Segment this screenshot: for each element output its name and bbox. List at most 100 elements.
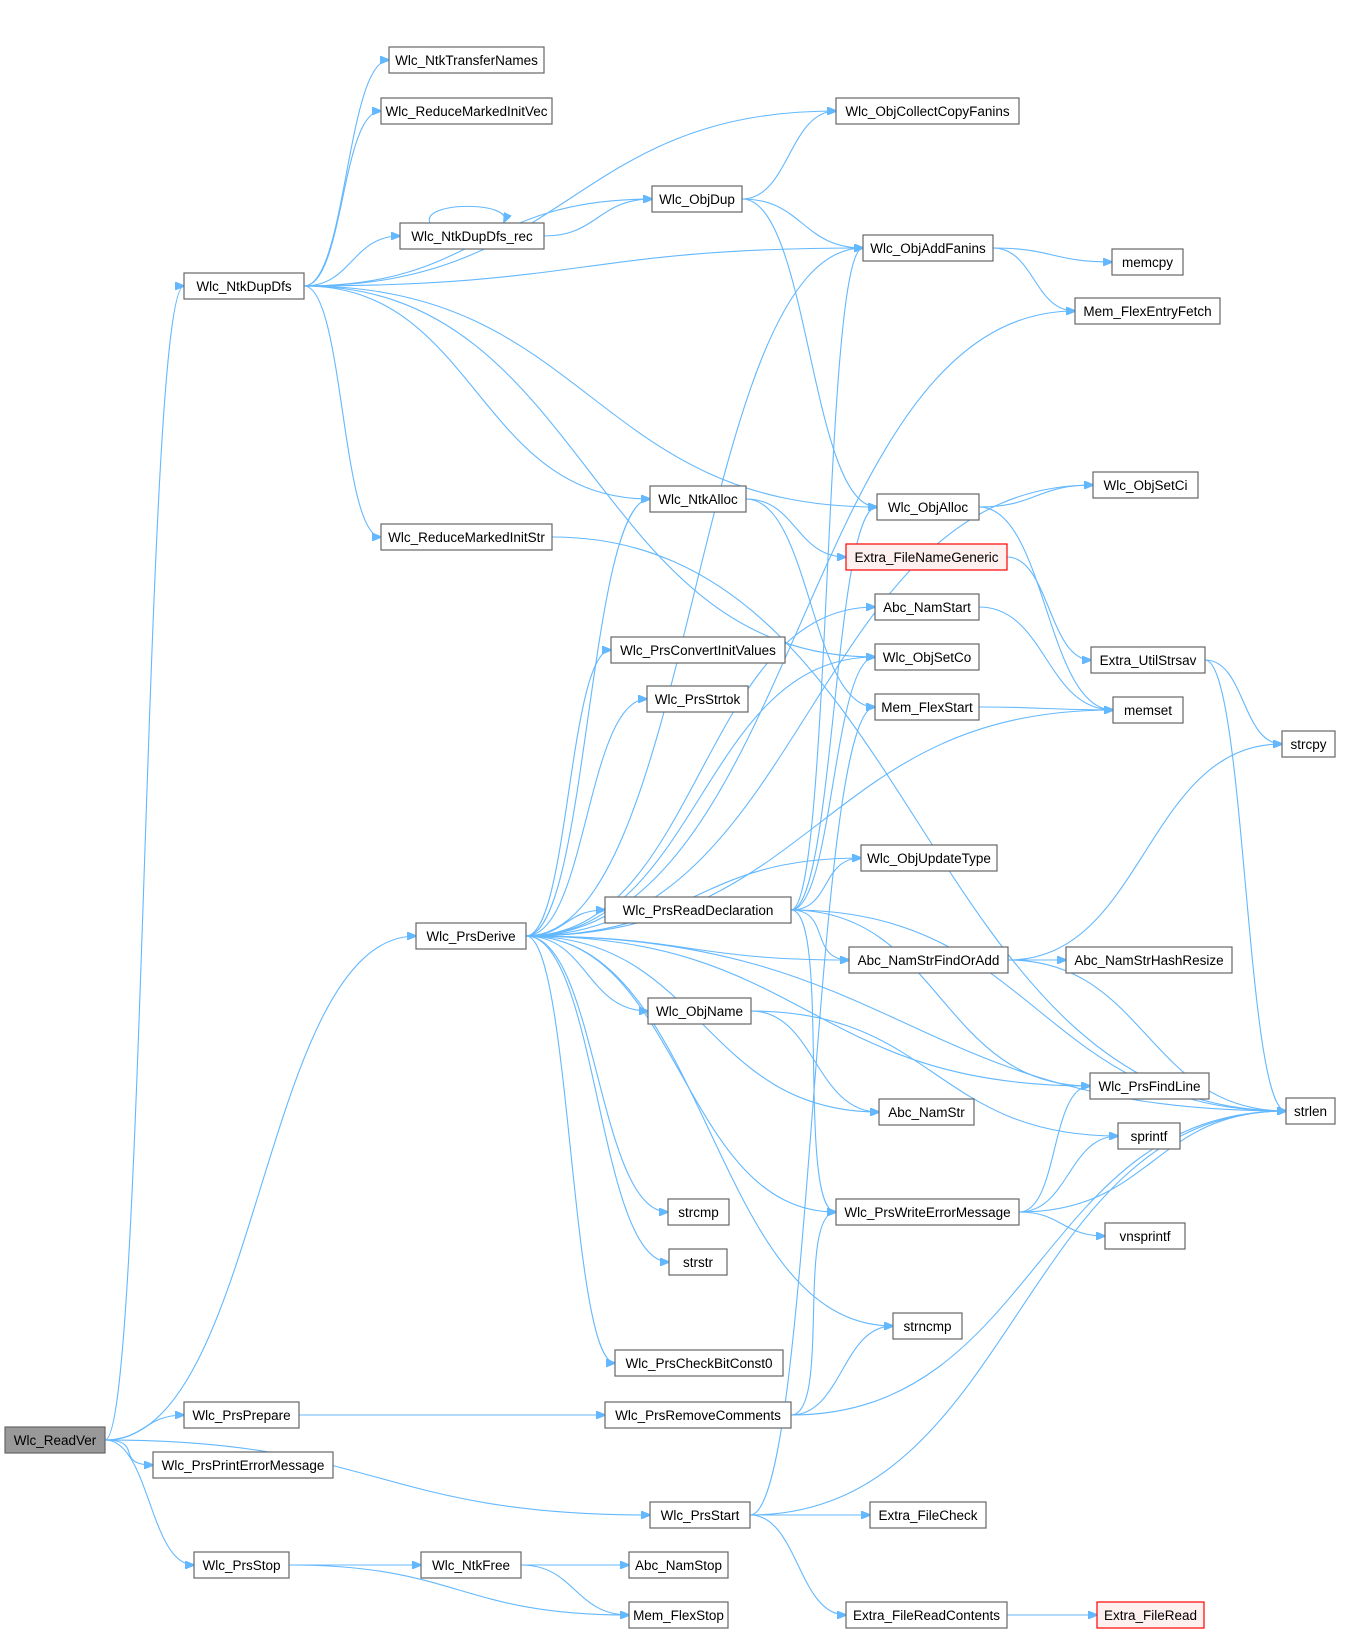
edge-wlc-objdup-to-wlc-objaddfanins bbox=[741, 198, 863, 248]
edge-wlc-objname-to-sprintf bbox=[750, 1010, 1118, 1136]
node-wlc-prsremovecomments[interactable]: Wlc_PrsRemoveComments bbox=[604, 1401, 792, 1429]
node-label: Wlc_PrsDerive bbox=[426, 929, 515, 944]
node-label: strstr bbox=[683, 1255, 713, 1270]
node-label: Mem_FlexStart bbox=[881, 700, 973, 715]
edge-wlc-prsreaddeclaration-to-abc-namstrfindoradd bbox=[790, 909, 849, 960]
node-wlc-prsprinterrormessage[interactable]: Wlc_PrsPrintErrorMessage bbox=[152, 1451, 334, 1479]
edge-wlc-objdup-to-wlc-objalloc bbox=[741, 198, 877, 507]
node-box bbox=[628, 1551, 729, 1579]
node-label: Abc_NamStr bbox=[888, 1105, 965, 1120]
node-box bbox=[4, 1426, 106, 1454]
node-wlc-ntkalloc[interactable]: Wlc_NtkAlloc bbox=[649, 485, 747, 513]
node-wlc-prsprepare[interactable]: Wlc_PrsPrepare bbox=[183, 1401, 300, 1429]
node-extra-filecheck[interactable]: Extra_FileCheck bbox=[869, 1501, 987, 1529]
node-wlc-objcollectcopyfanins[interactable]: Wlc_ObjCollectCopyFanins bbox=[835, 97, 1020, 125]
node-strncmp[interactable]: strncmp bbox=[892, 1312, 963, 1340]
node-wlc-reducemarkedinitstr[interactable]: Wlc_ReduceMarkedInitStr bbox=[380, 523, 553, 551]
edge-wlc-objalloc-to-memset bbox=[978, 506, 1113, 710]
node-label: Wlc_NtkAlloc bbox=[658, 492, 738, 507]
node-wlc-objaddfanins[interactable]: Wlc_ObjAddFanins bbox=[862, 234, 994, 262]
node-box bbox=[874, 593, 980, 621]
node-box bbox=[1285, 1097, 1336, 1125]
node-strlen[interactable]: strlen bbox=[1285, 1097, 1336, 1125]
edge-wlc-ntkdupdfs-to-wlc-ntktransfernames bbox=[303, 60, 389, 287]
edge-wlc-ntkdupdfs-to-wlc-reducemarkedinitstr bbox=[303, 285, 381, 537]
node-wlc-ntktransfernames[interactable]: Wlc_NtkTransferNames bbox=[388, 46, 545, 74]
edge-wlc-prsderive-to-mem-flexentryfetch bbox=[525, 311, 1075, 937]
node-wlc-readver[interactable]: Wlc_ReadVer bbox=[4, 1426, 106, 1454]
node-wlc-prsstrtok[interactable]: Wlc_PrsStrtok bbox=[646, 685, 749, 713]
node-wlc-objdup[interactable]: Wlc_ObjDup bbox=[651, 185, 743, 213]
node-extra-filenamegeneric[interactable]: Extra_FileNameGeneric bbox=[845, 543, 1008, 571]
node-strstr[interactable]: strstr bbox=[668, 1248, 728, 1276]
node-wlc-prsfindline[interactable]: Wlc_PrsFindLine bbox=[1089, 1072, 1210, 1100]
node-sprintf[interactable]: sprintf bbox=[1117, 1122, 1181, 1150]
node-wlc-prsreaddeclaration[interactable]: Wlc_PrsReadDeclaration bbox=[604, 896, 792, 924]
node-abc-namstrhashresize[interactable]: Abc_NamStrHashResize bbox=[1065, 946, 1233, 974]
edge-extra-filenamegeneric-to-extra-utilstrsav bbox=[1006, 556, 1091, 660]
node-box bbox=[1112, 696, 1184, 724]
node-label: Mem_FlexStop bbox=[633, 1608, 724, 1623]
edge-wlc-objaddfanins-to-memcpy bbox=[992, 247, 1112, 262]
edge-wlc-prsstart-to-strlen bbox=[749, 1111, 1286, 1516]
node-box bbox=[1104, 1222, 1186, 1250]
node-wlc-objsetco[interactable]: Wlc_ObjSetCo bbox=[874, 643, 980, 671]
node-extra-utilstrsav[interactable]: Extra_UtilStrsav bbox=[1090, 646, 1206, 674]
node-box bbox=[1096, 1601, 1205, 1629]
node-box bbox=[845, 543, 1008, 571]
node-box bbox=[1092, 471, 1199, 499]
node-mem-flexentryfetch[interactable]: Mem_FlexEntryFetch bbox=[1074, 297, 1221, 325]
node-extra-fileread[interactable]: Extra_FileRead bbox=[1096, 1601, 1205, 1629]
node-wlc-objupdatetype[interactable]: Wlc_ObjUpdateType bbox=[860, 844, 998, 872]
node-wlc-prscheckbitconst0[interactable]: Wlc_PrsCheckBitConst0 bbox=[614, 1349, 784, 1377]
edge-wlc-prsstart-to-extra-filereadcontents bbox=[749, 1514, 846, 1615]
node-wlc-ntkdupdfs-rec[interactable]: Wlc_NtkDupDfs_rec bbox=[399, 222, 545, 250]
node-box bbox=[399, 222, 545, 250]
node-wlc-prsderive[interactable]: Wlc_PrsDerive bbox=[415, 922, 527, 950]
node-strcpy[interactable]: strcpy bbox=[1281, 730, 1336, 758]
node-memset[interactable]: memset bbox=[1112, 696, 1184, 724]
edge-wlc-prsremovecomments-to-strlen bbox=[790, 1111, 1286, 1416]
node-wlc-prsstart[interactable]: Wlc_PrsStart bbox=[649, 1501, 751, 1529]
node-mem-flexstop[interactable]: Mem_FlexStop bbox=[628, 1601, 729, 1629]
node-abc-namstart[interactable]: Abc_NamStart bbox=[874, 593, 980, 621]
node-wlc-reducemarkedinitvec[interactable]: Wlc_ReduceMarkedInitVec bbox=[380, 97, 553, 125]
node-wlc-ntkfree[interactable]: Wlc_NtkFree bbox=[420, 1551, 522, 1579]
node-wlc-objname[interactable]: Wlc_ObjName bbox=[647, 997, 752, 1025]
edge-wlc-prsderive-to-wlc-prsfindline bbox=[525, 935, 1090, 1086]
node-abc-namstr[interactable]: Abc_NamStr bbox=[878, 1098, 975, 1126]
edge-wlc-prsderive-to-strncmp bbox=[525, 935, 893, 1326]
node-abc-namstrfindoradd[interactable]: Abc_NamStrFindOrAdd bbox=[848, 946, 1009, 974]
node-label: Extra_FileCheck bbox=[878, 1508, 977, 1523]
node-extra-filereadcontents[interactable]: Extra_FileReadContents bbox=[845, 1601, 1008, 1629]
node-box bbox=[876, 493, 980, 521]
node-label: Wlc_PrsRemoveComments bbox=[615, 1408, 781, 1423]
edge-wlc-ntkdupdfs-to-wlc-objalloc bbox=[303, 285, 877, 507]
node-wlc-prsconvertinitvalues[interactable]: Wlc_PrsConvertInitValues bbox=[610, 636, 786, 664]
node-label: Mem_FlexEntryFetch bbox=[1083, 304, 1211, 319]
node-vnsprintf[interactable]: vnsprintf bbox=[1104, 1222, 1186, 1250]
node-strcmp[interactable]: strcmp bbox=[667, 1198, 730, 1226]
node-label: Wlc_ObjAddFanins bbox=[870, 241, 986, 256]
node-label: Wlc_PrsReadDeclaration bbox=[623, 903, 774, 918]
edge-wlc-readver-to-wlc-ntkdupdfs bbox=[104, 286, 184, 1441]
node-memcpy[interactable]: memcpy bbox=[1111, 248, 1184, 276]
node-box bbox=[604, 896, 792, 924]
node-label: Wlc_PrsStart bbox=[661, 1508, 740, 1523]
node-wlc-ntkdupdfs[interactable]: Wlc_NtkDupDfs bbox=[183, 272, 305, 300]
node-box bbox=[646, 685, 749, 713]
node-wlc-prsstop[interactable]: Wlc_PrsStop bbox=[193, 1551, 290, 1579]
node-box bbox=[1111, 248, 1184, 276]
node-wlc-objsetci[interactable]: Wlc_ObjSetCi bbox=[1092, 471, 1199, 499]
edge-wlc-prsderive-to-wlc-objsetci bbox=[525, 485, 1093, 937]
node-mem-flexstart[interactable]: Mem_FlexStart bbox=[874, 693, 980, 721]
node-box bbox=[415, 922, 527, 950]
edge-wlc-ntkfree-to-mem-flexstop bbox=[520, 1564, 629, 1615]
node-wlc-prswriteerrormessage[interactable]: Wlc_PrsWriteErrorMessage bbox=[835, 1198, 1020, 1226]
node-box bbox=[380, 97, 553, 125]
node-wlc-objalloc[interactable]: Wlc_ObjAlloc bbox=[876, 493, 980, 521]
node-label: Wlc_NtkDupDfs bbox=[196, 279, 292, 294]
edge-wlc-prsderive-to-wlc-prsreaddeclaration bbox=[525, 910, 605, 937]
node-abc-namstop[interactable]: Abc_NamStop bbox=[628, 1551, 729, 1579]
node-label: Extra_FileReadContents bbox=[853, 1608, 1000, 1623]
